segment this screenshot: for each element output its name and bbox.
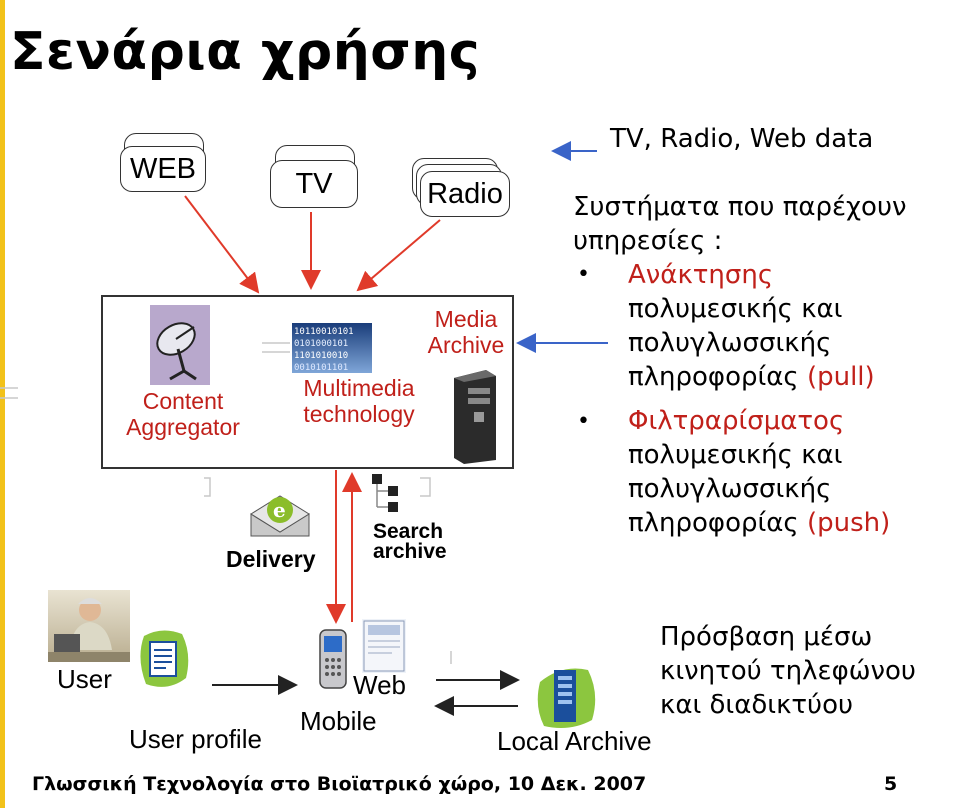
web-source-box: WEB xyxy=(120,146,206,192)
document-icon xyxy=(138,628,190,690)
bullet-1-text: Ανάκτησης πολυμεσικής και πολυγλωσσικής … xyxy=(628,260,875,392)
svg-text:0101000101: 0101000101 xyxy=(294,339,348,349)
web-page-icon xyxy=(362,619,406,673)
access-description: Πρόσβαση μέσω κινητού τηλεφώνου και διαδ… xyxy=(660,622,916,720)
email-icon: e xyxy=(247,492,313,538)
mobile-phone-icon xyxy=(316,628,350,690)
arrow-radio-to-box xyxy=(356,219,441,292)
radio-source-label: Radio xyxy=(427,178,503,210)
svg-text:10110010101: 10110010101 xyxy=(294,327,354,337)
systems-description: Συστήματα που παρέχουν υπηρεσίες : xyxy=(573,192,907,256)
server-icon xyxy=(534,662,598,730)
computer-tower-icon xyxy=(450,368,498,464)
media-archive-label: Media Archive xyxy=(427,306,505,358)
slide-footer: Γλωσσική Τεχνολογία στο Βιοϊατρικό χώρο,… xyxy=(32,773,647,795)
multimedia-technology-label: Multimedia technology xyxy=(303,375,415,427)
svg-text:0010101101: 0010101101 xyxy=(294,363,348,373)
binary-data-icon: 10110010101 0101000101 1101010010 001010… xyxy=(292,323,372,373)
tv-source-label: TV xyxy=(295,168,333,200)
radio-source-box: Radio xyxy=(420,171,510,217)
tv-source-box: TV xyxy=(270,160,358,208)
content-aggregator-label: Content Aggregator xyxy=(126,388,240,440)
page-number: 5 xyxy=(884,773,898,795)
local-archive-label: Local Archive xyxy=(497,726,652,756)
satellite-dish-icon xyxy=(150,305,210,385)
mobile-label: Mobile xyxy=(300,706,377,736)
delivery-label: Delivery xyxy=(226,546,316,572)
user-label: User xyxy=(57,664,112,694)
bullet-2-dot: • xyxy=(577,409,590,434)
web-source-label: WEB xyxy=(129,153,197,185)
svg-text:1101010010: 1101010010 xyxy=(294,351,348,361)
folder-tree-icon xyxy=(370,472,404,516)
bullet-2-text: Φιλτραρίσματος πολυμεσικής και πολυγλωσσ… xyxy=(628,406,891,538)
search-archive-label: Search archive xyxy=(373,520,447,563)
svg-text:e: e xyxy=(273,498,286,522)
data-label: TV, Radio, Web data xyxy=(610,124,874,154)
left-accent-bar xyxy=(0,0,5,808)
web-label: Web xyxy=(353,670,406,700)
user-profile-label: User profile xyxy=(129,724,262,754)
slide-title: Σενάρια χρήσης xyxy=(10,22,481,82)
bullet-1-dot: • xyxy=(577,262,590,287)
arrow-web-to-box xyxy=(184,195,260,294)
user-photo-icon xyxy=(48,590,130,662)
